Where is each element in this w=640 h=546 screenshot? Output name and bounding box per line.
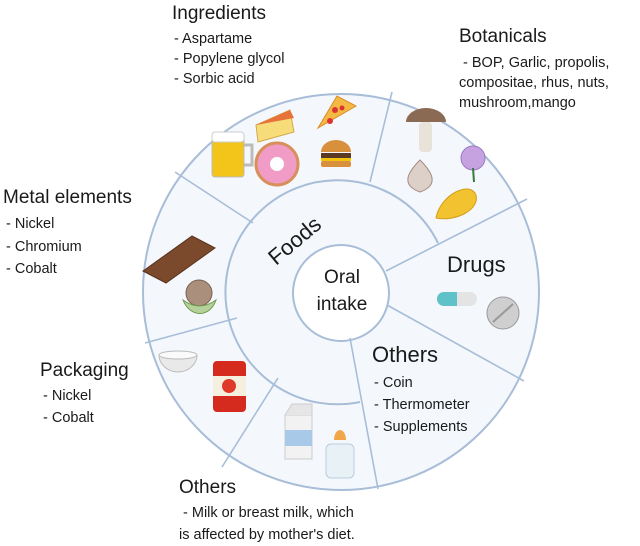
tablet-icon	[486, 296, 520, 330]
mango-icon	[435, 188, 477, 220]
burger-icon	[321, 140, 351, 167]
hazelnut-icon	[181, 279, 217, 314]
metal-elements-label: Metal elements	[3, 187, 132, 208]
bowl-icon	[158, 350, 198, 373]
others-right-label: Others	[372, 342, 438, 367]
center-circle	[292, 244, 390, 342]
others-right-item: - Supplements	[374, 419, 468, 435]
tomato-can-icon	[213, 361, 246, 412]
metal-elements-item: - Chromium	[6, 239, 82, 255]
others-bottom-line: - Milk or breast milk, which	[179, 505, 354, 521]
beer-mug-icon	[211, 131, 254, 178]
packaging-item: - Cobalt	[43, 410, 94, 426]
mushroom-icon	[406, 108, 446, 152]
flower-icon	[460, 145, 486, 183]
ingredients-item: - Aspartame	[174, 31, 252, 47]
packaging-label: Packaging	[40, 360, 129, 381]
others-right-item: - Coin	[374, 375, 413, 391]
botanicals-line: compositae, rhus, nuts,	[459, 75, 609, 91]
donut-icon	[254, 141, 300, 187]
botanicals-line: mushroom,mango	[459, 95, 576, 111]
packaging-item: - Nickel	[43, 388, 91, 404]
others-bottom-line: is affected by mother's diet.	[179, 527, 355, 543]
ingredients-label: Ingredients	[172, 3, 266, 24]
ingredients-item: - Sorbic acid	[174, 71, 255, 87]
garlic-icon	[407, 159, 433, 193]
others-bottom-label: Others	[179, 477, 236, 498]
others-right-item: - Thermometer	[374, 397, 470, 413]
center-label-line2: intake	[317, 294, 368, 315]
metal-elements-item: - Nickel	[6, 216, 54, 232]
botanicals-line: - BOP, Garlic, propolis,	[459, 55, 609, 71]
drugs-label: Drugs	[447, 252, 506, 277]
cheese-icon	[255, 109, 295, 143]
botanicals-label: Botanicals	[459, 26, 547, 47]
pizza-icon	[316, 95, 358, 130]
metal-elements-item: - Cobalt	[6, 261, 57, 277]
foods-ring-arc	[224, 179, 439, 406]
milk-carton-icon	[284, 403, 313, 460]
center-label-line1: Oral	[324, 267, 360, 288]
ingredients-item: - Popylene glycol	[174, 51, 284, 67]
chocolate-icon	[142, 235, 216, 284]
capsule-icon	[437, 292, 477, 306]
sector-dividers	[144, 91, 528, 490]
baby-bottle-icon	[325, 430, 355, 479]
